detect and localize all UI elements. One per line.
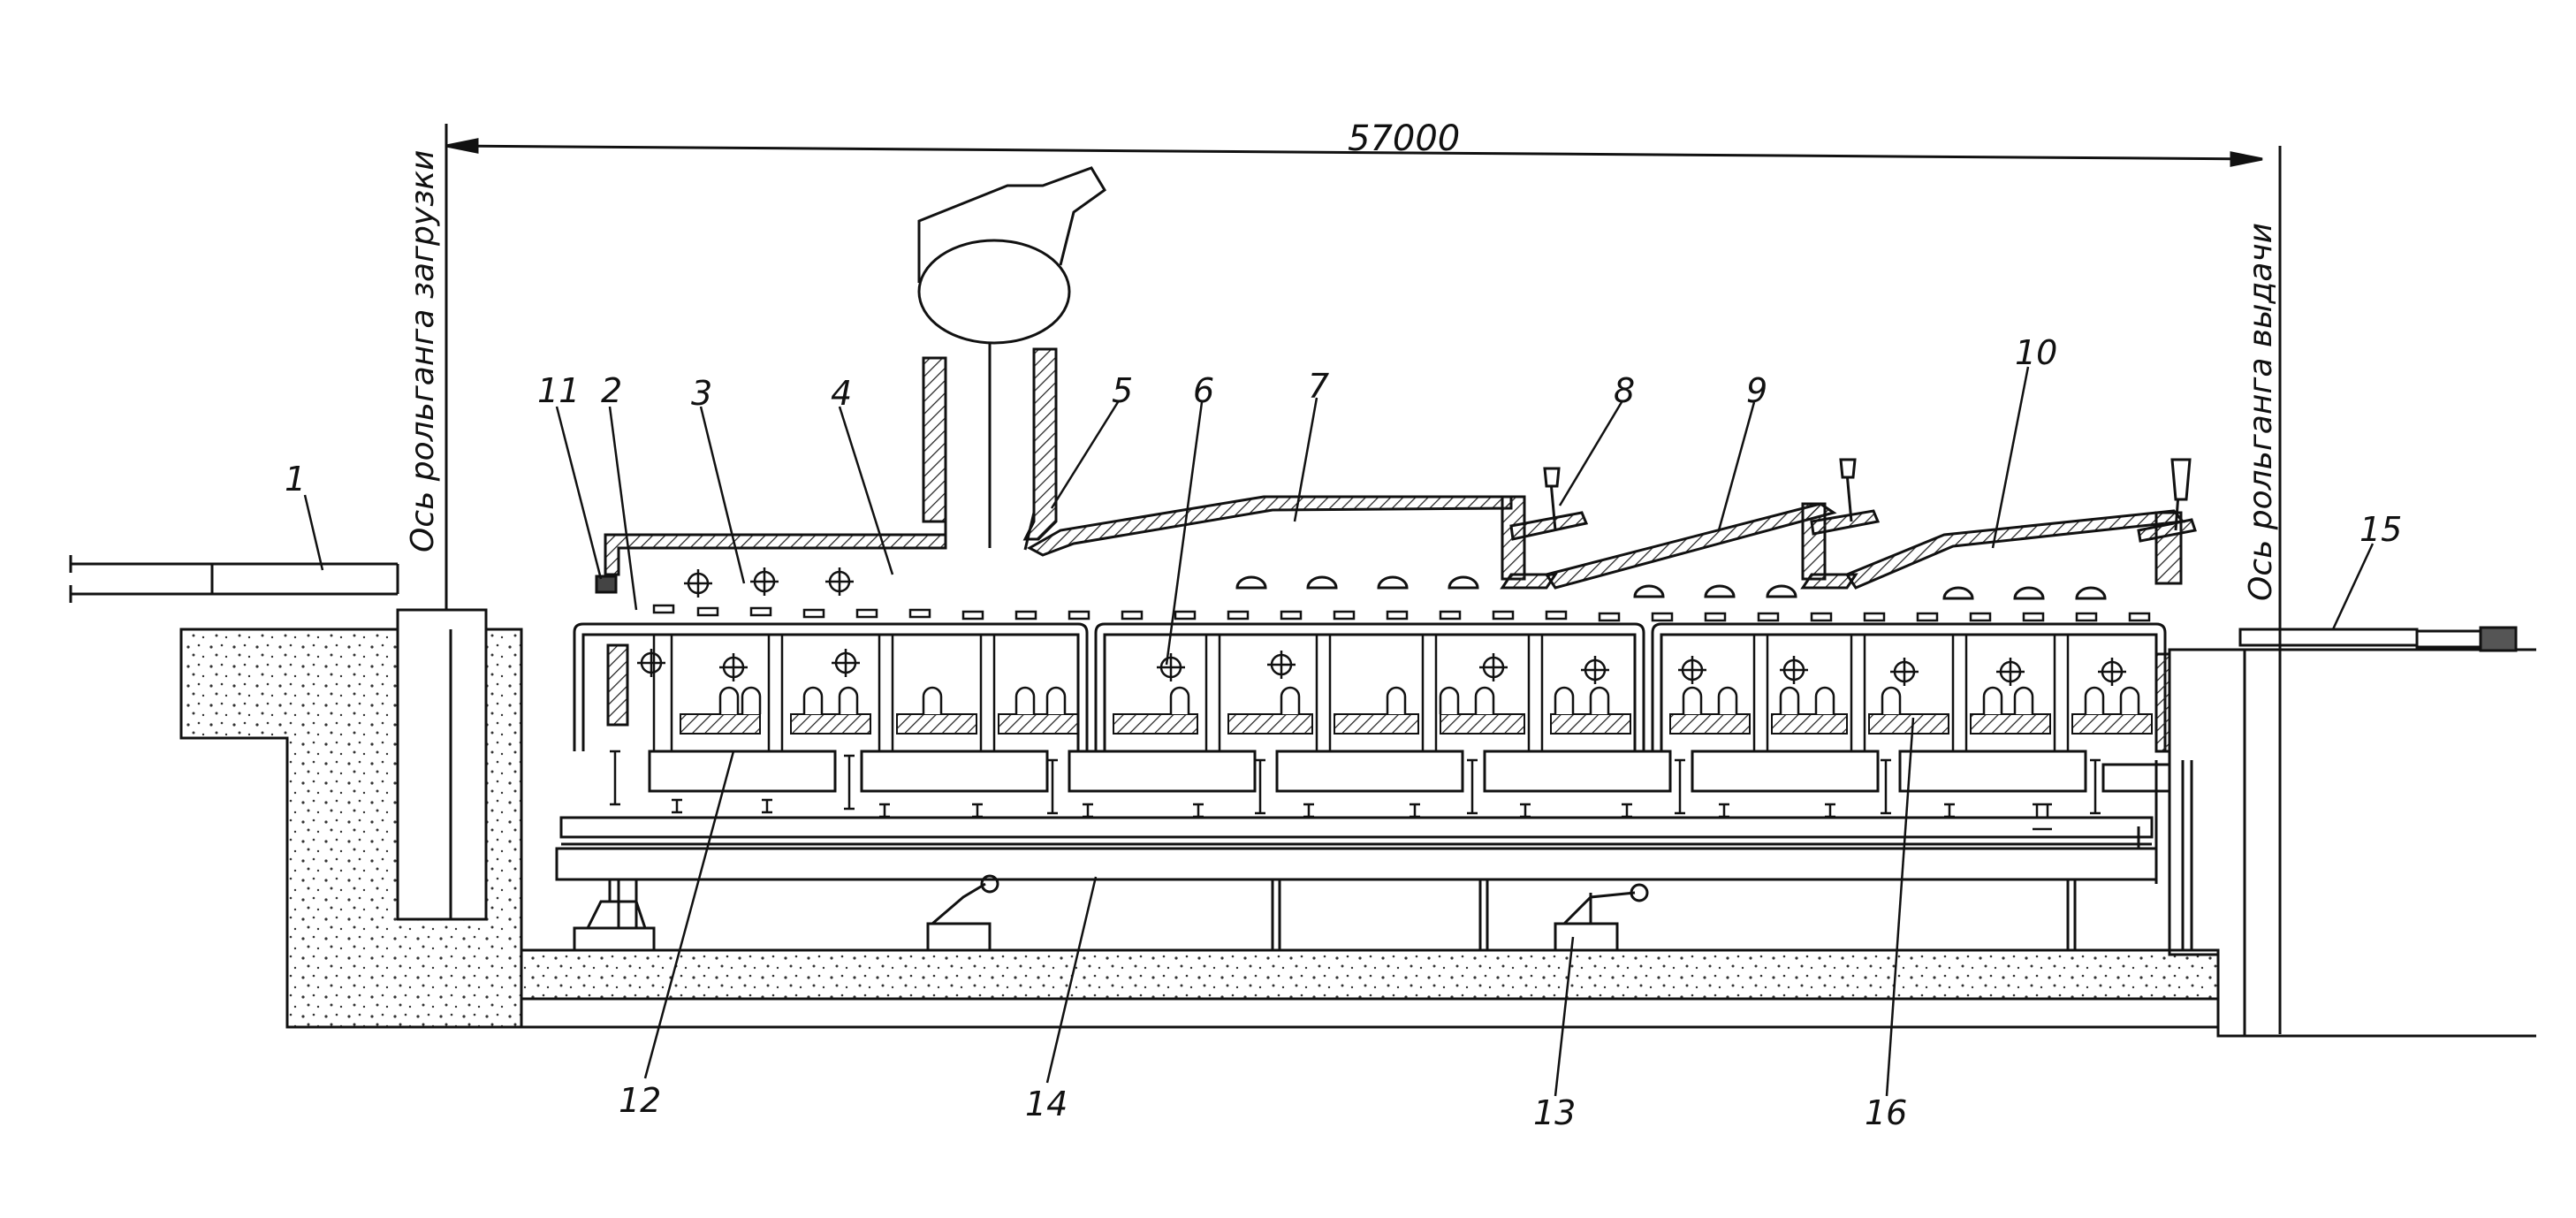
beam-frames: [648, 750, 2171, 793]
callout-9: 9: [1746, 371, 1767, 410]
callout-12: 12: [619, 1081, 661, 1120]
beam-columns: [652, 635, 2070, 751]
i-beam-marks: [610, 750, 2101, 831]
burners: [1509, 458, 2197, 543]
leader-lines: [303, 366, 2375, 1097]
exhaust-stack: [917, 166, 1106, 551]
callout-14: 14: [1025, 1085, 1068, 1123]
furnace-roof: [604, 495, 2185, 590]
unloading-roller-table: [2192, 626, 2536, 652]
callout-13: 13: [1533, 1093, 1576, 1132]
roof-arches: [1235, 575, 2107, 600]
callout-4: 4: [831, 374, 852, 413]
dimension-label: 57000: [1348, 118, 1460, 159]
callout-6: 6: [1193, 371, 1214, 410]
foundation-left: [179, 608, 523, 1029]
callout-10: 10: [2015, 333, 2057, 372]
callout-8: 8: [1614, 371, 1635, 410]
hearth-chambers: [573, 622, 2171, 753]
loading-roller-table: [69, 555, 399, 603]
support-structure: [555, 760, 2193, 950]
burner-circles: [637, 567, 2126, 686]
loading-axis-label: Ось рольганга загрузки: [405, 150, 441, 552]
lift-drives: [573, 874, 1649, 952]
callout-1: 1: [285, 460, 306, 499]
callout-5: 5: [1112, 371, 1133, 410]
foundation-slab: [520, 948, 2220, 1001]
billets: [652, 604, 2151, 622]
callout-3: 3: [691, 374, 712, 413]
rollers: [718, 686, 2140, 714]
callout-7: 7: [1308, 367, 1329, 406]
loading-door: [595, 575, 618, 594]
skid-pads: [680, 713, 2153, 735]
dimension-line: [445, 138, 2263, 167]
callout-16: 16: [1865, 1093, 1907, 1132]
callout-11: 11: [537, 371, 580, 410]
callout-15: 15: [2359, 510, 2402, 549]
callout-2: 2: [601, 371, 622, 410]
unloading-axis-label: Ось рольганга выдачи: [2243, 223, 2279, 601]
